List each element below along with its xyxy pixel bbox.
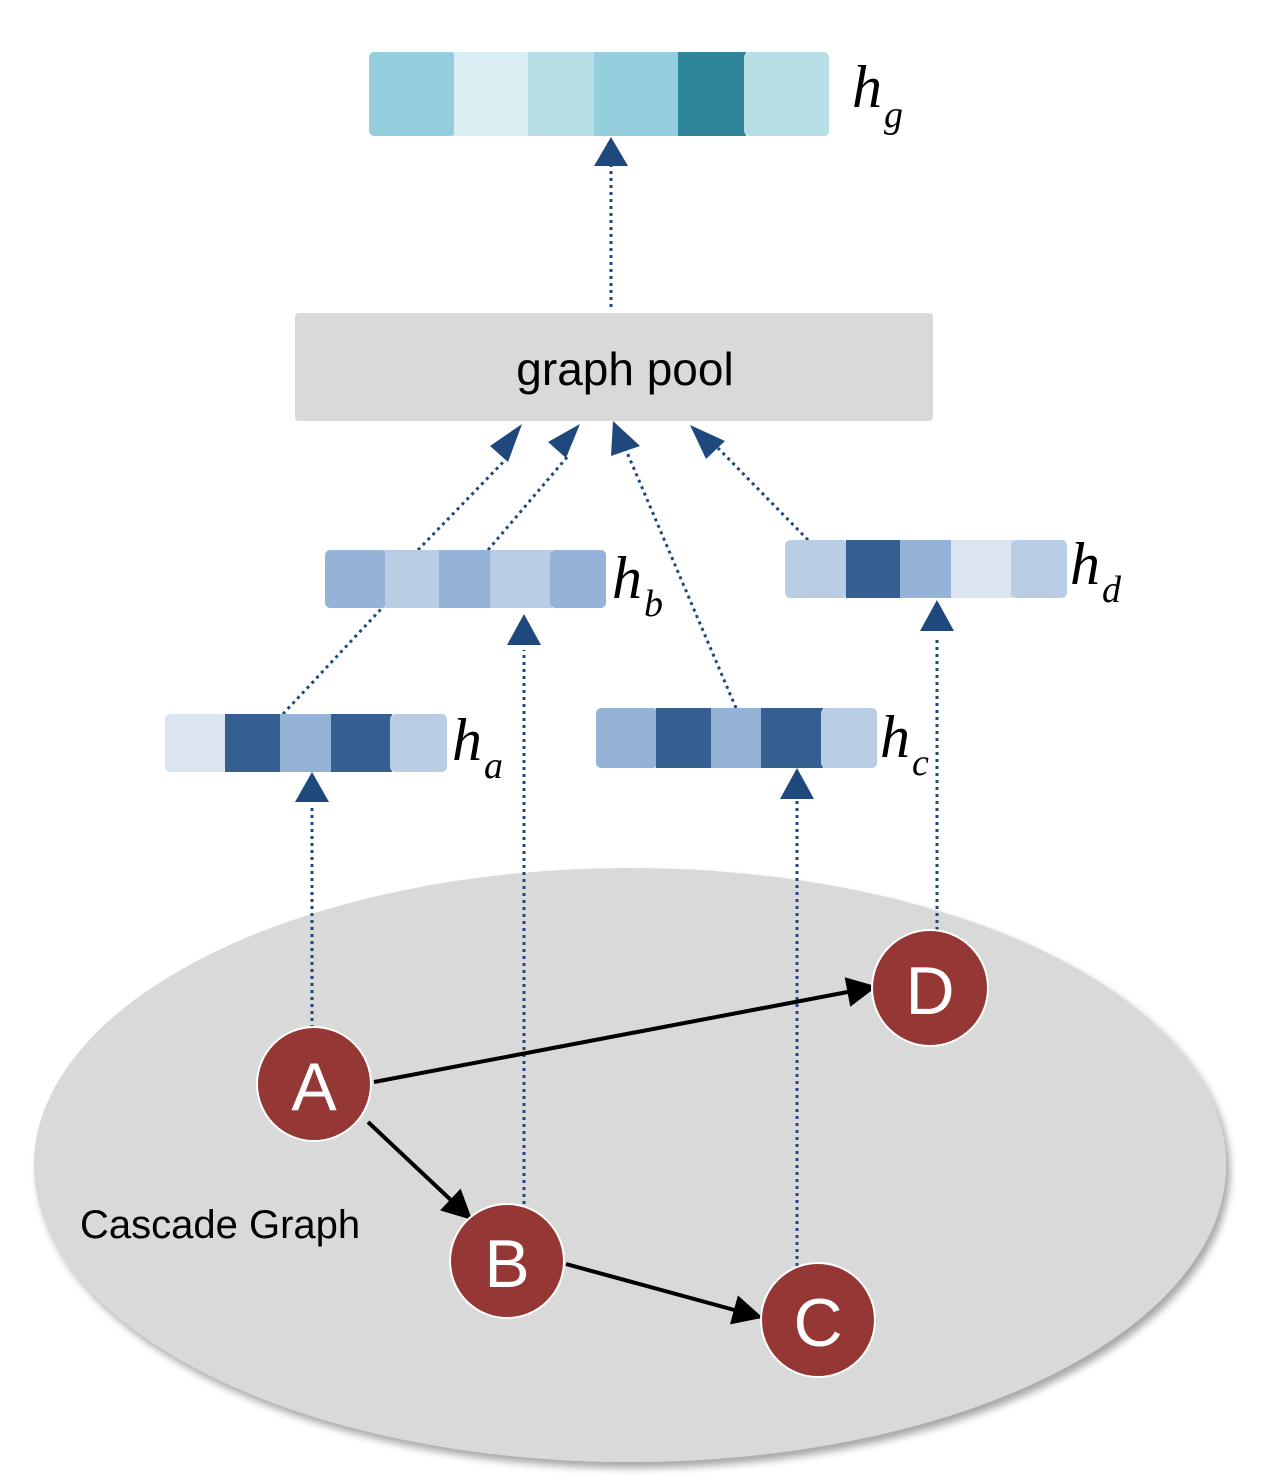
connector-hc-to-pool [624, 449, 738, 709]
hb-cell [550, 550, 606, 608]
hg-cell [678, 52, 746, 136]
hd-cell [951, 540, 1013, 598]
hg-label: hg [852, 54, 903, 136]
hg-cell [744, 52, 829, 136]
hg-cell [528, 52, 596, 136]
node-c: C [760, 1262, 876, 1378]
node-d: D [871, 929, 989, 1047]
connector-ha-to-pool [281, 606, 384, 716]
embedding-ha: ha [165, 707, 503, 787]
hd-cell [846, 540, 902, 598]
hc-cell [656, 708, 713, 768]
connector-hb-left-to-pool [416, 453, 512, 552]
graph-pool-box [295, 313, 933, 421]
arrowhead-hg [594, 137, 628, 166]
ha-label: ha [452, 707, 503, 787]
arrowhead-pool-2 [548, 424, 580, 458]
edge-a-to-b [366, 1120, 473, 1221]
hc-cell [711, 708, 763, 768]
connector-hd-to-pool [716, 446, 810, 542]
node-c-label: C [793, 1285, 842, 1361]
ha-cell [390, 714, 447, 772]
hb-cell [490, 550, 552, 608]
embedding-hb: hb [325, 545, 663, 625]
node-b: B [449, 1203, 565, 1319]
node-a: A [256, 1026, 372, 1142]
hb-label: hb [612, 545, 663, 625]
embedding-hc: hc [596, 704, 929, 784]
hd-cell [785, 540, 848, 598]
node-d-label: D [905, 953, 954, 1029]
ha-cell [331, 714, 392, 772]
ha-cell [280, 714, 333, 772]
node-a-label: A [291, 1049, 337, 1125]
hd-label: hd [1070, 531, 1122, 611]
hg-cell [454, 52, 530, 136]
embedding-hd: hd [785, 531, 1122, 611]
arrowhead-pool-1 [490, 424, 522, 462]
arrowhead-hd [920, 600, 954, 631]
connector-hb-right-to-pool [486, 455, 570, 551]
hd-cell [1011, 540, 1067, 598]
arrowhead-hc [780, 768, 814, 799]
ha-cell [165, 714, 227, 772]
hc-cell [596, 708, 658, 768]
hg-cell [369, 52, 456, 136]
hb-cell [325, 550, 387, 608]
hg-cell [594, 52, 680, 136]
hd-cell [900, 540, 953, 598]
edge-b-to-c [565, 1262, 763, 1325]
hc-cell [821, 708, 877, 768]
embedding-hg: hg [369, 52, 903, 136]
edge-a-to-d [373, 977, 877, 1084]
cascade-graph-label: Cascade Graph [80, 1203, 360, 1247]
arrowhead-pool-4 [690, 425, 725, 459]
arrowhead-pool-3 [611, 421, 640, 456]
hb-cell [439, 550, 492, 608]
cascade-graph-region [34, 868, 1226, 1462]
graph-pool-label: graph pool [516, 343, 733, 395]
ha-cell [225, 714, 282, 772]
arrowhead-ha [295, 772, 329, 802]
hc-label: hc [880, 704, 929, 784]
node-b-label: B [484, 1226, 529, 1302]
arrowhead-hb [507, 614, 541, 645]
hc-cell [761, 708, 823, 768]
hb-cell [385, 550, 441, 608]
